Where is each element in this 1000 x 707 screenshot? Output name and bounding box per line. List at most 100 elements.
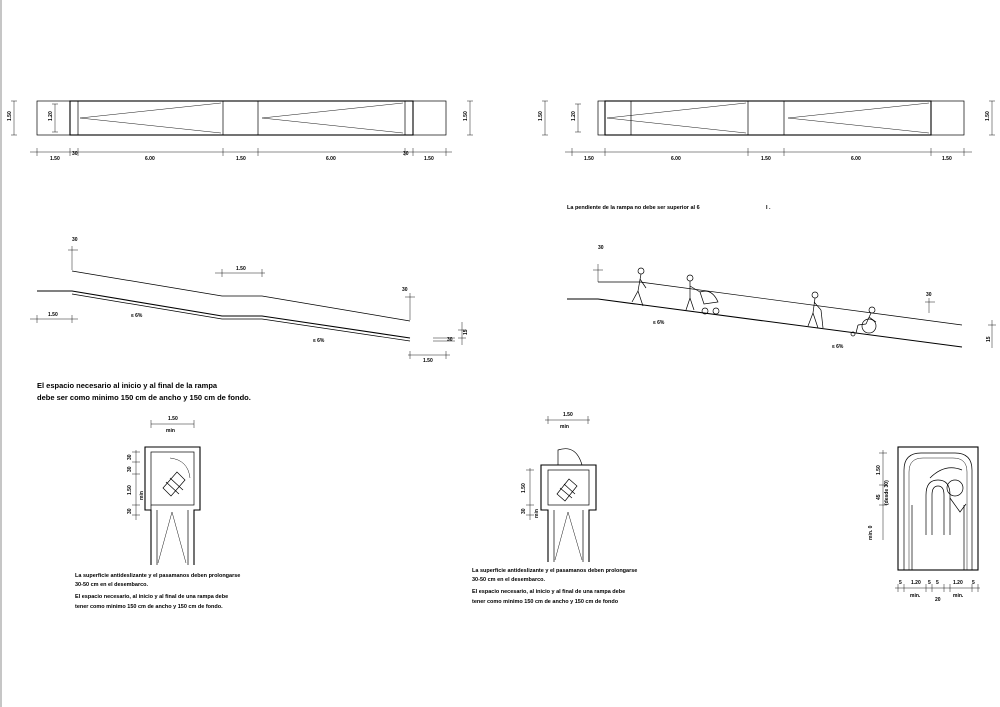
plan-right-landing-start: [597, 100, 632, 136]
plan-right-dim-5: 1.50: [942, 156, 952, 162]
section-right-note: La pendiente de la rampa no debe ser sup…: [567, 205, 700, 211]
plan-right-dim-4: 6.00: [851, 156, 861, 162]
plan-left-landing-end: [412, 100, 447, 136]
section-right-dim-end-top: 30: [926, 292, 932, 298]
plan-left-ramp-arrow-1: [79, 102, 222, 134]
person-with-stroller-icon: [685, 274, 720, 315]
detail-c-dim-bottom-5: 1.20: [953, 580, 963, 586]
plan-left-dim-7: 1.50: [424, 156, 434, 162]
plan-right-dim-left-2: 1.20: [571, 111, 577, 121]
plan-right-dim-left-1: 1.50: [538, 111, 544, 121]
detail-a-outline: [144, 446, 201, 565]
section-right-handrail: [598, 281, 963, 326]
detail-a-note-2: 30-50 cm en el desembarco.: [75, 582, 149, 588]
section-right-dim-end-right: 15: [986, 336, 992, 342]
detail-a-note-4: tener como minimo 150 cm de ancho y 150 …: [75, 604, 223, 610]
detail-c-dim-vert-mid-sub: (desde 30): [884, 480, 890, 505]
detail-b-note-3: El espacio necesario, al inicio y al fin…: [472, 589, 625, 595]
plan-right-dim-1: 1.50: [584, 156, 594, 162]
detail-a-side-label: min: [139, 491, 145, 500]
plan-left-dim-5: 6.00: [326, 156, 336, 162]
section-left-floor-bottom: [71, 293, 411, 342]
detail-a-dim-left-3: 1.50: [127, 485, 133, 495]
section-left-handrail: [71, 270, 411, 322]
plan-left-dim-1: 1.50: [50, 156, 60, 162]
detail-a-note-3: El espacio necesario, al inicio y al fin…: [75, 594, 228, 600]
section-right-mark: I .: [766, 205, 771, 211]
detail-c-label-bottom-1: min.: [910, 593, 921, 599]
section-left-dim-end-vert: 30: [447, 337, 453, 343]
detail-b-side-label: min: [534, 509, 540, 518]
section-right-slope-a: ≤ 6%: [653, 320, 665, 326]
detail-a-dim-left-4: 30: [127, 508, 133, 514]
detail-a: 1.50 min 30 30 1.50 30 min La superficie…: [75, 416, 240, 610]
detail-b-note-1: La superficie antideslizante y el pasama…: [472, 568, 637, 574]
detail-a-dim-left-1: 30: [127, 454, 133, 460]
detail-b-note-4: tener como minimo 150 cm de ancho y 150 …: [472, 599, 619, 605]
wheelchair-top-view-icon-b: [556, 478, 578, 502]
plan-right-dim-3: 1.50: [761, 156, 771, 162]
plan-left-dim-3: 6.00: [145, 156, 155, 162]
detail-a-dim-top: 1.50: [168, 416, 178, 422]
section-left-dim-end-right: 15: [463, 329, 469, 335]
detail-c-dim-vert-low: min. 0: [868, 525, 874, 540]
section-right: La pendiente de la rampa no debe ser sup…: [567, 205, 996, 350]
person-with-cane-icon: [807, 291, 824, 329]
wheelchair-user-icon: [850, 306, 877, 337]
plan-right-landing-end: [930, 100, 965, 136]
detail-b-door-swing: [557, 448, 583, 466]
plan-right-dim-right: 1.50: [985, 111, 991, 121]
section-left: 30 1.50 1.50 ≤ 6% ≤ 6% 30 15 30 1.50: [30, 237, 469, 364]
detail-b-dim-left-2: 30: [521, 508, 527, 514]
section-left-floor-top: [37, 290, 411, 339]
section-left-slope-b: ≤ 6%: [313, 338, 325, 344]
wheelchair-turning-icon: [929, 467, 967, 513]
detail-c-dim-bottom-2: 1.20: [911, 580, 921, 586]
detail-a-dim-top-sub: min: [166, 428, 175, 434]
section-left-slope-a: ≤ 6%: [131, 313, 143, 319]
detail-b-dim-top: 1.50: [563, 412, 573, 418]
detail-c-label-bottom-3: min.: [953, 593, 964, 599]
plan-right: 1.50 1.20 1.50 1.50 6.00 1.50 6.00 1.50: [538, 100, 995, 162]
detail-b-note-2: 30-50 cm en el desembarco.: [472, 577, 546, 583]
detail-b-dim-top-sub: min: [560, 424, 569, 430]
detail-c-dim-vert-top: 1.50: [876, 465, 882, 475]
detail-c-label-bottom-2: 20: [935, 597, 941, 603]
plan-left-ramp-outline: [69, 100, 414, 136]
detail-c-outline: [897, 446, 979, 571]
section-left-dim-rail-top: 30: [72, 237, 78, 243]
section-left-dim-end-top: 30: [402, 287, 408, 293]
section-right-floor-top: [567, 298, 963, 348]
wheelchair-top-view-icon: [162, 457, 191, 497]
detail-c-dim-bottom-3: 5: [928, 580, 931, 586]
detail-b-outline: [540, 464, 597, 562]
detail-c-dim-vert-mid: 45: [876, 494, 882, 500]
detail-a-dim-left-2: 30: [127, 466, 133, 472]
detail-c-dim-bottom-6: 5: [972, 580, 975, 586]
section-left-dim-landing: 1.50: [236, 266, 246, 272]
plan-right-ramp-arrow-1: [606, 102, 747, 134]
detail-c-dim-bottom-1: 5: [899, 580, 902, 586]
plan-right-ramp-outline: [604, 100, 932, 136]
detail-c: 1.50 45 (desde 30) min. 0 5 1.20 5 5 1.2…: [868, 446, 980, 603]
section-right-dim-top: 30: [598, 245, 604, 251]
section-left-dim-end-bottom: 1.50: [423, 358, 433, 364]
detail-c-dim-bottom-4: 5: [936, 580, 939, 586]
section-right-slope-b: ≤ 6%: [832, 344, 844, 350]
plan-right-ramp-arrow-2: [787, 102, 930, 134]
detail-b: 1.50 min 1.50 30 min La superficie antid…: [472, 412, 637, 605]
heading-line-1: El espacio necesario al inicio y al fina…: [37, 381, 218, 390]
plan-right-dim-2: 6.00: [671, 156, 681, 162]
section-left-dim-start: 1.50: [48, 312, 58, 318]
plan-left-dim-right: 1.50: [463, 111, 469, 121]
plan-left: 1.50 1.20 1.50 1.50 30 6.00 1.50 6.00 30…: [7, 100, 473, 162]
heading-line-2: debe ser como minimo 150 cm de ancho y 1…: [37, 393, 251, 402]
person-walking-icon: [631, 267, 647, 307]
plan-left-dim-6: 30: [403, 151, 409, 157]
plan-left-ramp-arrow-2: [261, 102, 404, 134]
detail-b-dim-left-1: 1.50: [521, 483, 527, 493]
plan-left-dim-left-1: 1.50: [7, 111, 13, 121]
plan-left-dim-2: 30: [72, 151, 78, 157]
plan-left-dim-left-2: 1.20: [48, 111, 54, 121]
plan-left-dim-4: 1.50: [236, 156, 246, 162]
